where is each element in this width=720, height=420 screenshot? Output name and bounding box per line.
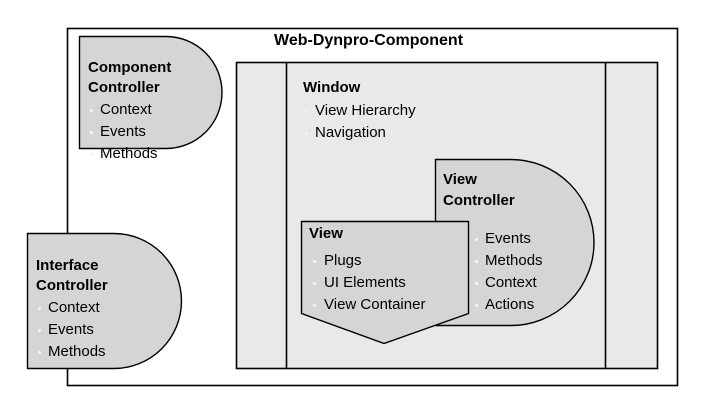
bullet-icon	[475, 304, 478, 307]
bullet-icon	[475, 282, 478, 285]
view-item-plugs: Plugs	[324, 252, 362, 269]
view-controller-item-context: Context	[485, 274, 537, 291]
bullet-icon	[38, 329, 41, 332]
component-controller-item-methods: Methods	[100, 145, 158, 162]
component-controller-heading-line2: Controller	[88, 79, 160, 96]
interface-controller-item-context: Context	[48, 299, 100, 316]
bullet-icon	[38, 307, 41, 310]
interface-controller-item-events: Events	[48, 321, 94, 338]
bullet-icon	[313, 282, 316, 285]
view-controller-item-methods: Methods	[485, 252, 543, 269]
interface-controller-heading-line1: Interface	[36, 257, 99, 274]
bullet-icon	[475, 260, 478, 263]
view-controller-heading-line2: Controller	[443, 192, 515, 209]
interface-controller-shape	[26, 232, 183, 370]
bullet-icon	[38, 351, 41, 354]
view-heading: View	[309, 225, 343, 242]
bullet-icon	[313, 260, 316, 263]
component-controller-shape	[78, 35, 223, 150]
bullet-icon	[90, 131, 93, 134]
page-title: Web-Dynpro-Component	[274, 32, 464, 49]
bullet-icon	[313, 304, 316, 307]
component-controller-item-context: Context	[100, 101, 152, 118]
window-item-view-hierarchy: View Hierarchy	[315, 102, 416, 119]
view-controller-heading-line1: View	[443, 171, 477, 188]
component-controller-heading-line1: Component	[88, 59, 172, 76]
bullet-icon	[90, 153, 93, 156]
component-controller-item-events: Events	[100, 123, 146, 140]
view-item-ui-elements: UI Elements	[324, 274, 406, 291]
bullet-icon	[305, 132, 308, 135]
view-controller-item-actions: Actions	[485, 296, 535, 313]
interface-controller-item-methods: Methods	[48, 343, 106, 360]
view-shape	[300, 220, 470, 345]
bullet-icon	[90, 109, 93, 112]
window-heading: Window	[303, 79, 361, 96]
interface-controller-heading-line2: Controller	[36, 277, 108, 294]
view-controller-item-events: Events	[485, 230, 531, 247]
bullet-icon	[305, 110, 308, 113]
view-item-view-container: View Container	[324, 296, 426, 313]
bullet-icon	[475, 238, 478, 241]
window-item-navigation: Navigation	[315, 124, 386, 141]
